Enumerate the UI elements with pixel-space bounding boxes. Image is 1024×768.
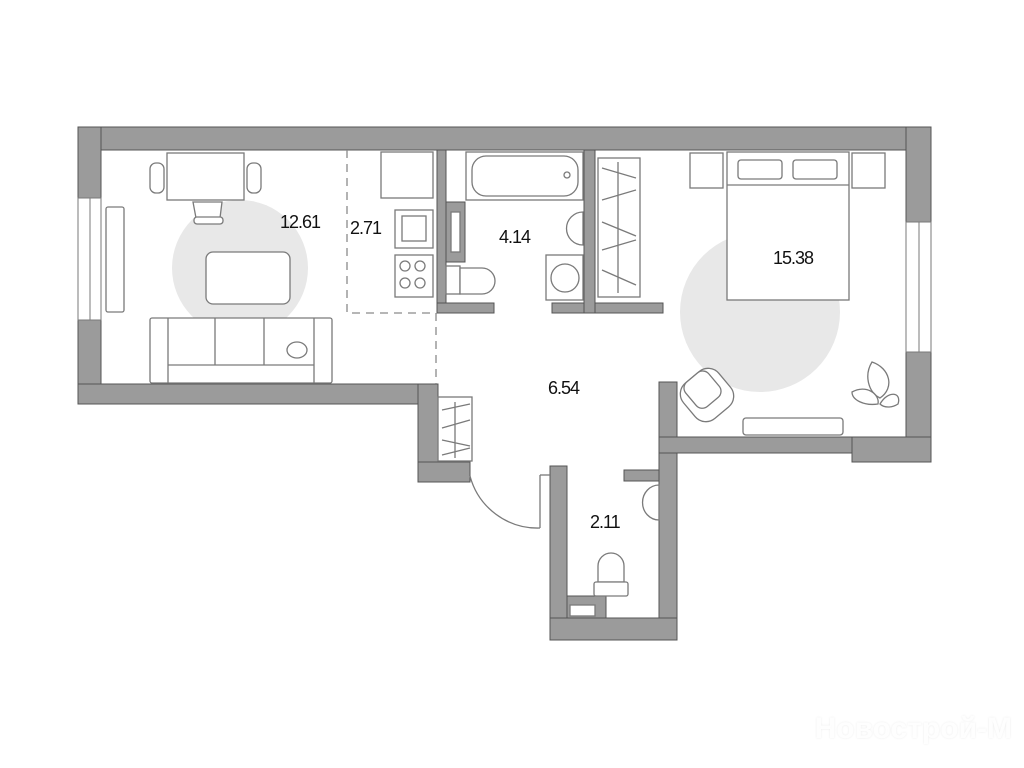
bedroom-tv-bench: [742, 417, 844, 436]
dining-set: [149, 152, 262, 225]
sofa: [149, 317, 333, 384]
coffee-table: [205, 251, 291, 305]
kitchen-units: [380, 151, 434, 298]
area-label-bathroom: 4.14: [499, 227, 531, 247]
wardrobe-bedroom: [597, 157, 641, 298]
cat-icon: [286, 341, 308, 359]
bath-niche: [450, 211, 461, 253]
area-label-living: 12.61: [280, 212, 321, 232]
area-label-hallway: 6.54: [548, 378, 580, 398]
entrance-door[interactable]: [469, 474, 550, 529]
window-living[interactable]: [77, 197, 102, 321]
shaft: [569, 604, 596, 617]
area-label-bedroom: 15.38: [773, 248, 814, 268]
tv-stand: [105, 206, 125, 313]
watermark: Новострой-М: [814, 712, 1012, 745]
wardrobe-hall: [437, 396, 473, 462]
kitchen-boundary: [346, 150, 437, 384]
window-bedroom[interactable]: [905, 221, 932, 353]
bed: [689, 151, 886, 301]
area-label-toilet: 2.11: [590, 512, 621, 532]
area-label-kitchen: 2.71: [350, 218, 382, 238]
bathroom-fixtures: [445, 151, 584, 301]
armchair: [679, 367, 735, 423]
plant-icon: [851, 361, 900, 408]
toilet-fixtures: [593, 484, 660, 597]
